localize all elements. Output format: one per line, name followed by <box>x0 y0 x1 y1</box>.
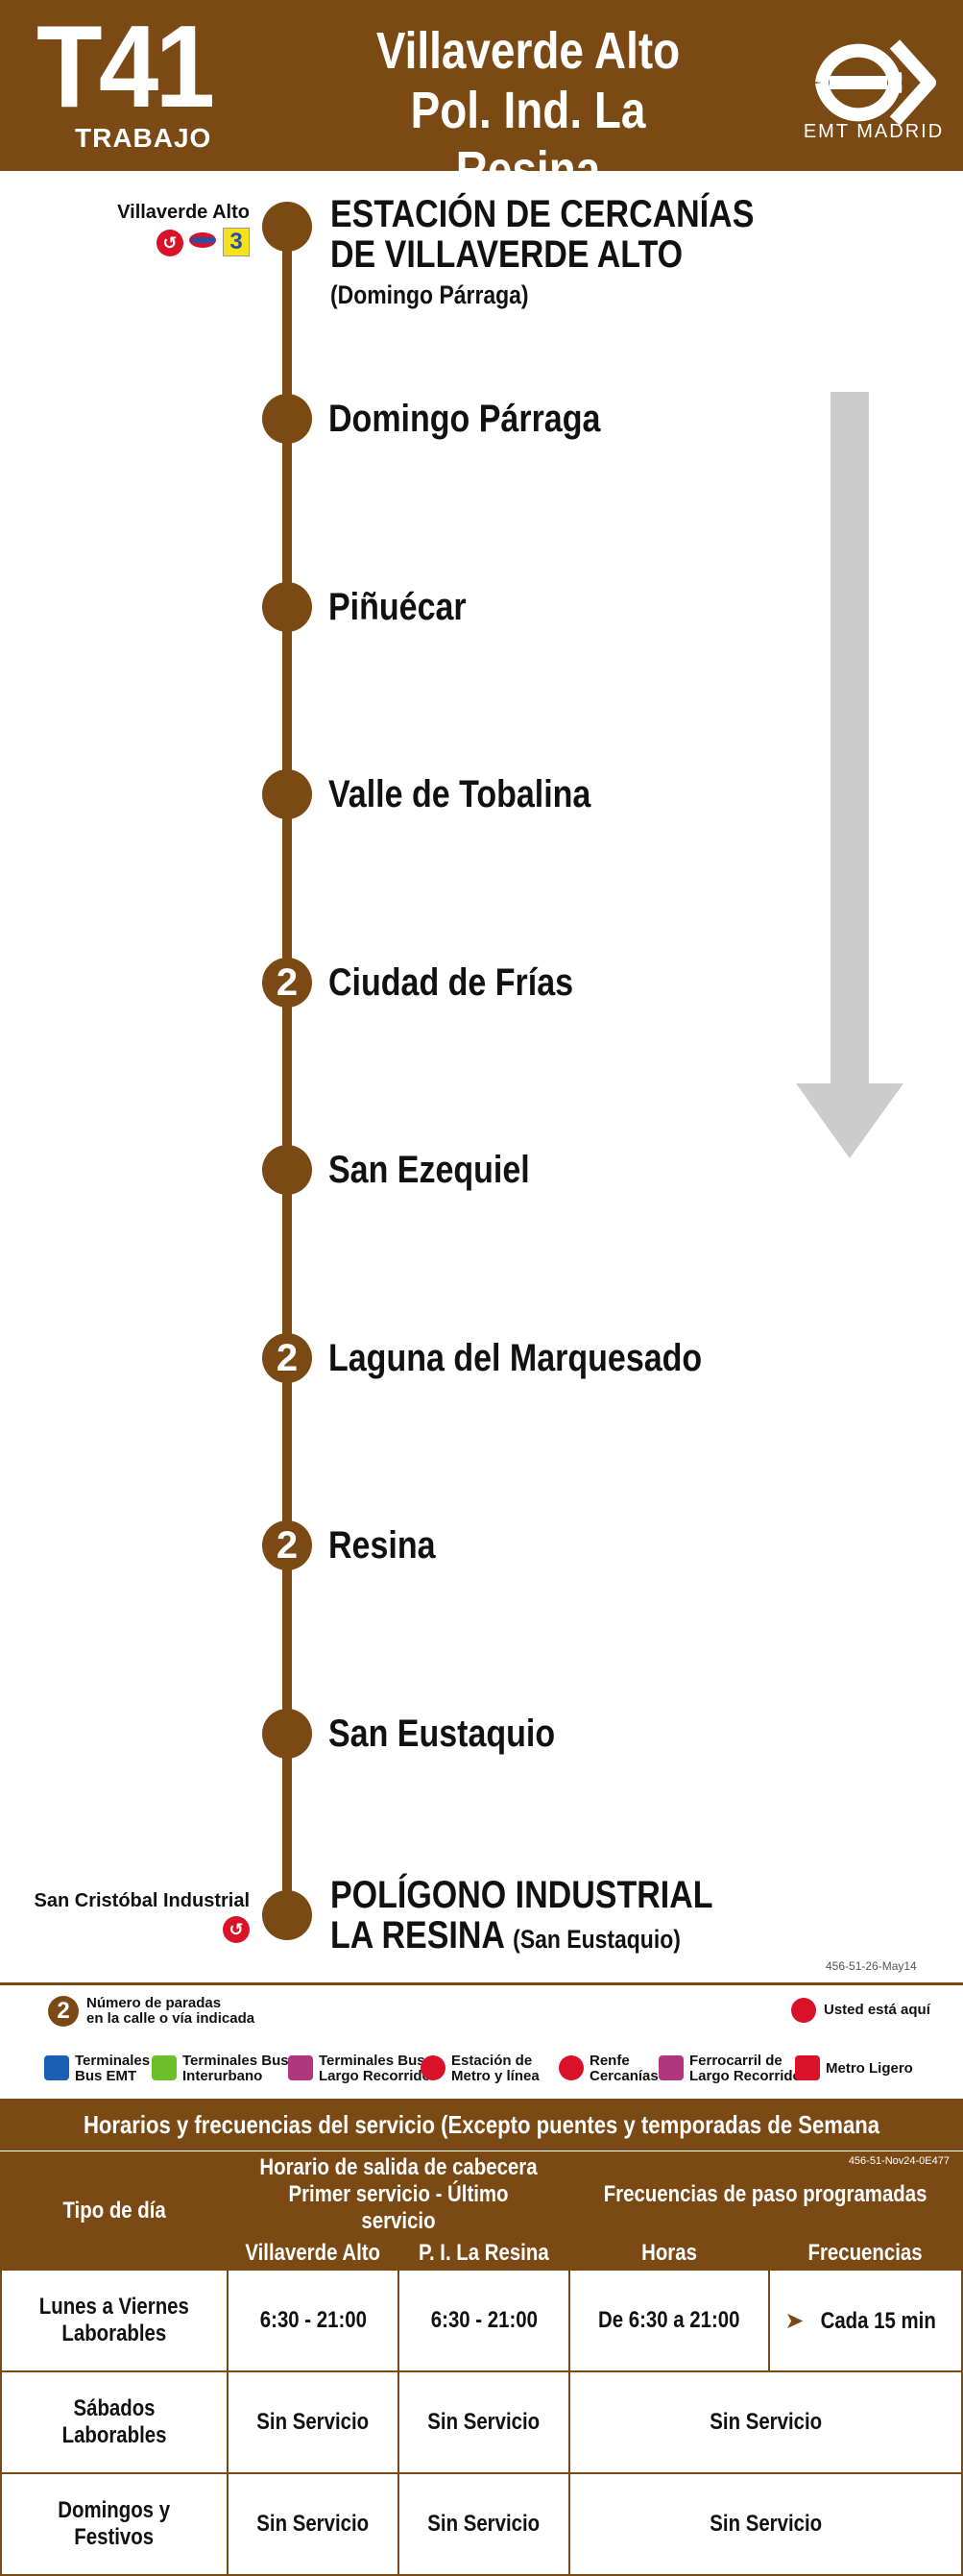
route-line <box>282 227 292 1917</box>
stop-name: Laguna del Marquesado <box>328 1337 703 1379</box>
emt-logo-icon <box>815 39 936 126</box>
stop-name: Valle de Tobalina <box>328 773 591 815</box>
destination-note: San Cristóbal Industrial ↺ <box>29 1890 250 1943</box>
subcol-hours: Horas <box>568 2236 770 2271</box>
metro-ligero-icon <box>795 2055 820 2080</box>
you-are-here-icon <box>791 1998 816 2023</box>
stop-name: San Eustaquio <box>328 1713 556 1755</box>
subcol-frequency: Frecuencias <box>768 2236 963 2271</box>
timetable-reference: 456-51-Nov24-0E477 <box>848 2155 950 2167</box>
destination-cell: 6:30 - 21:00 <box>397 2269 570 2372</box>
route-title: Villaverde Alto Pol. Ind. La Resina <box>341 21 716 200</box>
stop-dot <box>262 1890 312 1940</box>
legend: 2 Número de paradas en la calle o vía in… <box>0 1986 963 2092</box>
destination-cell: Sin Servicio <box>397 2472 570 2576</box>
hours-cell: Sin Servicio <box>568 2370 963 2474</box>
col-day: Tipo de día <box>0 2151 229 2271</box>
destination-sub: (San Eustaquio) <box>513 1925 681 1954</box>
col-frequency: Frecuencias de paso programadas <box>568 2151 963 2238</box>
subcol-origin: Villaverde Alto <box>227 2236 399 2271</box>
legend-stops-count: Número de paradas en la calle o vía indi… <box>86 1995 255 2027</box>
origin-sub: (Domingo Párraga) <box>330 280 529 309</box>
legend-divider <box>0 1982 963 1985</box>
bus-long-distance-icon <box>288 2055 313 2080</box>
timetable-title: Horarios y frecuencias del servicio (Exc… <box>0 2099 963 2191</box>
origin-cell: Sin Servicio <box>227 2370 399 2474</box>
stop-name: Domingo Párraga <box>328 398 601 440</box>
origin-note: Villaverde Alto ↺ 3 <box>117 202 250 256</box>
destination-cell: Sin Servicio <box>397 2370 570 2474</box>
legend-you-are-here: Usted está aquí <box>824 2002 930 2018</box>
header: T41 TRABAJO Villaverde Alto Pol. Ind. La… <box>0 0 963 199</box>
stop-name: Resina <box>328 1524 436 1567</box>
stop-dot <box>262 1145 312 1195</box>
bullet-arrow-icon: ➤ <box>784 2307 805 2334</box>
stop-dot <box>262 1709 312 1759</box>
route-title-destination: Pol. Ind. La Resina <box>410 82 646 199</box>
hours-cell: De 6:30 a 21:00 <box>568 2269 770 2372</box>
stops-count-icon: 2 <box>48 1996 79 2027</box>
metro-line-badge: 3 <box>223 228 250 256</box>
long-distance-train-icon <box>659 2055 684 2080</box>
bus-emt-icon <box>44 2055 69 2080</box>
brand-name: EMT MADRID <box>803 121 945 142</box>
renfe-cercanias-icon <box>559 2055 584 2080</box>
hours-cell: Sin Servicio <box>568 2472 963 2576</box>
direction-arrow-icon <box>796 392 903 1158</box>
stop-name: San Ezequiel <box>328 1149 530 1191</box>
stop-name: Ciudad de Frías <box>328 961 574 1004</box>
origin-name: ESTACIÓN DE CERCANÍAS DE VILLAVERDE ALTO… <box>330 194 754 315</box>
stop-count-dot: 2 <box>262 958 312 1008</box>
line-type: TRABAJO <box>75 123 212 153</box>
stop-name: Piñuécar <box>328 586 467 628</box>
origin-cell: Sin Servicio <box>227 2472 399 2576</box>
renfe-cercanias-icon: ↺ <box>156 230 183 256</box>
stop-count-dot: 2 <box>262 1520 312 1570</box>
stop-dot <box>262 769 312 819</box>
frequency-cell: ➤ Cada 15 min <box>768 2269 963 2372</box>
stop-dot <box>262 394 312 444</box>
metro-icon <box>189 232 217 248</box>
route-title-origin: Villaverde Alto <box>375 22 681 80</box>
stop-count-dot: 2 <box>262 1333 312 1383</box>
metro-station-icon <box>421 2055 445 2080</box>
destination-name: POLÍGONO INDUSTRIAL LA RESINA (San Eusta… <box>330 1874 713 1956</box>
line-number: T41 <box>36 1 215 132</box>
timetable: Tipo de día Horario de salida de cabecer… <box>0 2151 963 2576</box>
legend-item-label: Metro Ligero <box>826 2060 913 2077</box>
bus-interurban-icon <box>152 2055 177 2080</box>
renfe-cercanias-icon: ↺ <box>223 1916 250 1943</box>
map-reference: 456-51-26-May14 <box>826 1959 917 1973</box>
stop-dot <box>262 582 312 632</box>
origin-cell: 6:30 - 21:00 <box>227 2269 399 2372</box>
stop-dot <box>262 202 312 252</box>
subcol-destination: P. I. La Resina <box>397 2236 570 2271</box>
